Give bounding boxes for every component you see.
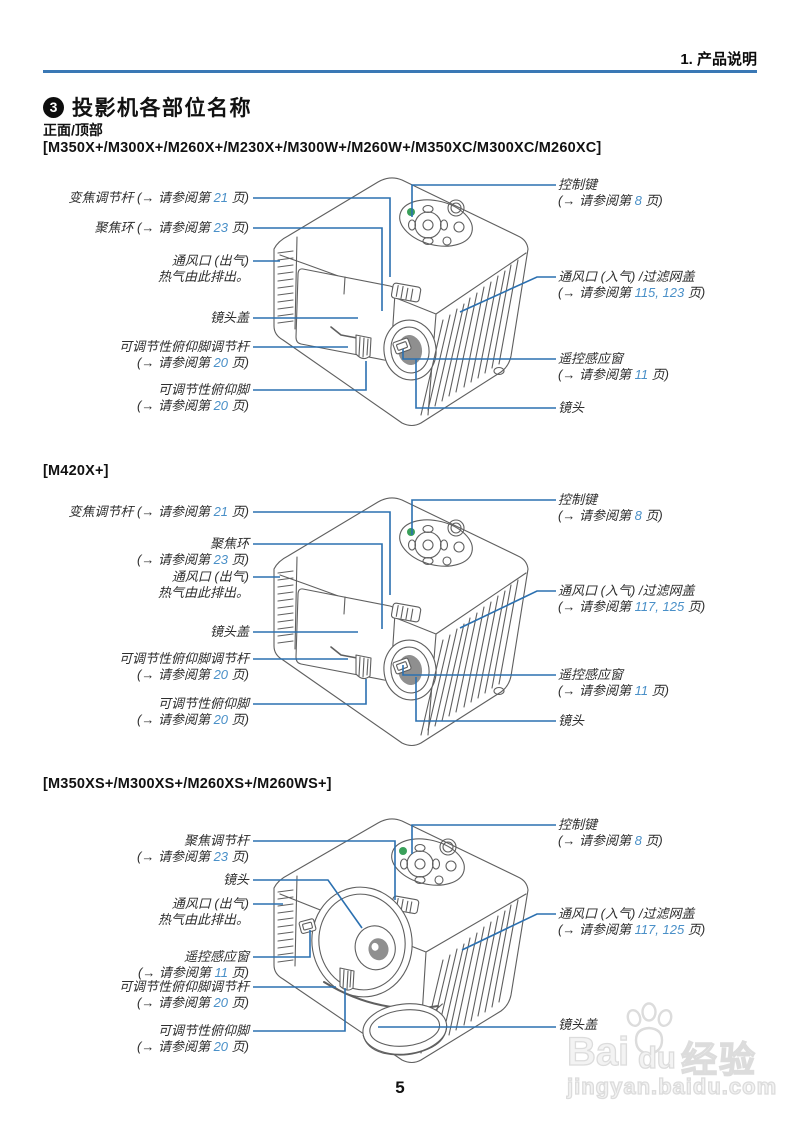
projector-diagram-c — [253, 817, 556, 1064]
label-focus-ring: 聚焦环 (→ 请参阅第 23 页) — [94, 220, 249, 235]
label-tilt-foot: 可调节性俯仰脚 (→ 请参阅第 20 页) — [137, 1023, 249, 1054]
label-focus-lever: 聚焦调节杆 (→ 请参阅第 23 页) — [137, 833, 249, 864]
label-tilt-foot-lever: 可调节性俯仰脚调节杆 (→ 请参阅第 20 页) — [118, 339, 249, 370]
label-lens-cap: 镜头盖 — [209, 624, 249, 639]
page-subtitle: 正面/顶部 — [43, 122, 103, 138]
label-lens: 镜头 — [558, 400, 585, 415]
models-list-b: [M420X+] — [43, 463, 109, 479]
leader-lines — [253, 184, 556, 409]
label-intake-vent-filter: 通风口 (入气) /过滤网盖 (→ 请参阅第 117, 125 页) — [558, 583, 706, 614]
page-number: 5 — [395, 1078, 405, 1097]
label-remote-sensor: 遥控感应窗 (→ 请参阅第 11 页) — [558, 667, 670, 698]
page-title-text: 投影机各部位名称 — [72, 97, 252, 120]
leader-lines — [253, 824, 556, 1032]
label-control-keys: 控制键 (→ 请参阅第 8 页) — [558, 492, 663, 523]
projector-diagram-b — [253, 497, 556, 747]
label-tilt-foot: 可调节性俯仰脚 (→ 请参阅第 20 页) — [137, 382, 249, 413]
leader-lines — [253, 499, 556, 722]
section-m420x: 变焦调节杆 (→ 请参阅第 21 页) 聚焦环 (→ 请参阅第 23 页) 通风… — [0, 485, 800, 755]
label-remote-sensor: 遥控感应窗 (→ 请参阅第 11 页) — [137, 949, 249, 980]
numbered-circle-icon: 3 — [43, 96, 64, 118]
label-lens: 镜头 — [558, 713, 585, 728]
label-focus-ring: 聚焦环 (→ 请参阅第 23 页) — [137, 536, 249, 567]
label-intake-vent-filter: 通风口 (入气) /过滤网盖 (→ 请参阅第 117, 125 页) — [558, 906, 706, 937]
label-tilt-foot: 可调节性俯仰脚 (→ 请参阅第 20 页) — [137, 696, 249, 727]
label-tilt-foot-lever: 可调节性俯仰脚调节杆 (→ 请参阅第 20 页) — [118, 651, 249, 682]
label-exhaust-vent: 通风口 (出气) 热气由此排出。 — [157, 253, 249, 284]
label-zoom-lever: 变焦调节杆 (→ 请参阅第 21 页) — [68, 190, 249, 205]
label-zoom-lever: 变焦调节杆 (→ 请参阅第 21 页) — [68, 504, 249, 519]
label-lens: 镜头 — [222, 872, 249, 887]
models-list-c: [M350XS+/M300XS+/M260XS+/M260WS+] — [43, 776, 332, 792]
models-list-a: [M350X+/M300X+/M260X+/M230X+/M300W+/M260… — [43, 140, 602, 156]
label-control-keys: 控制键 (→ 请参阅第 8 页) — [558, 817, 663, 848]
section-front-top-models-a: 变焦调节杆 (→ 请参阅第 21 页) 聚焦环 (→ 请参阅第 23 页) 通风… — [0, 165, 800, 445]
section-short-throw-models: 聚焦调节杆 (→ 请参阅第 23 页) 镜头 通风口 (出气) 热气由此排出。 … — [0, 800, 800, 1085]
label-control-keys: 控制键 (→ 请参阅第 8 页) — [558, 177, 663, 208]
header-rule — [43, 70, 757, 73]
chapter-header: 1. 产品说明 — [680, 51, 757, 68]
label-tilt-foot-lever: 可调节性俯仰脚调节杆 (→ 请参阅第 20 页) — [118, 979, 249, 1010]
label-exhaust-vent: 通风口 (出气) 热气由此排出。 — [157, 569, 249, 600]
label-remote-sensor: 遥控感应窗 (→ 请参阅第 11 页) — [558, 351, 670, 382]
page-title: 3 投影机各部位名称 — [43, 92, 252, 122]
label-lens-cap: 镜头盖 — [558, 1017, 598, 1032]
projector-diagram-a — [253, 177, 556, 427]
label-lens-cap: 镜头盖 — [209, 310, 249, 325]
label-intake-vent-filter: 通风口 (入气) /过滤网盖 (→ 请参阅第 115, 123 页) — [558, 269, 706, 300]
label-exhaust-vent: 通风口 (出气) 热气由此排出。 — [157, 896, 249, 927]
